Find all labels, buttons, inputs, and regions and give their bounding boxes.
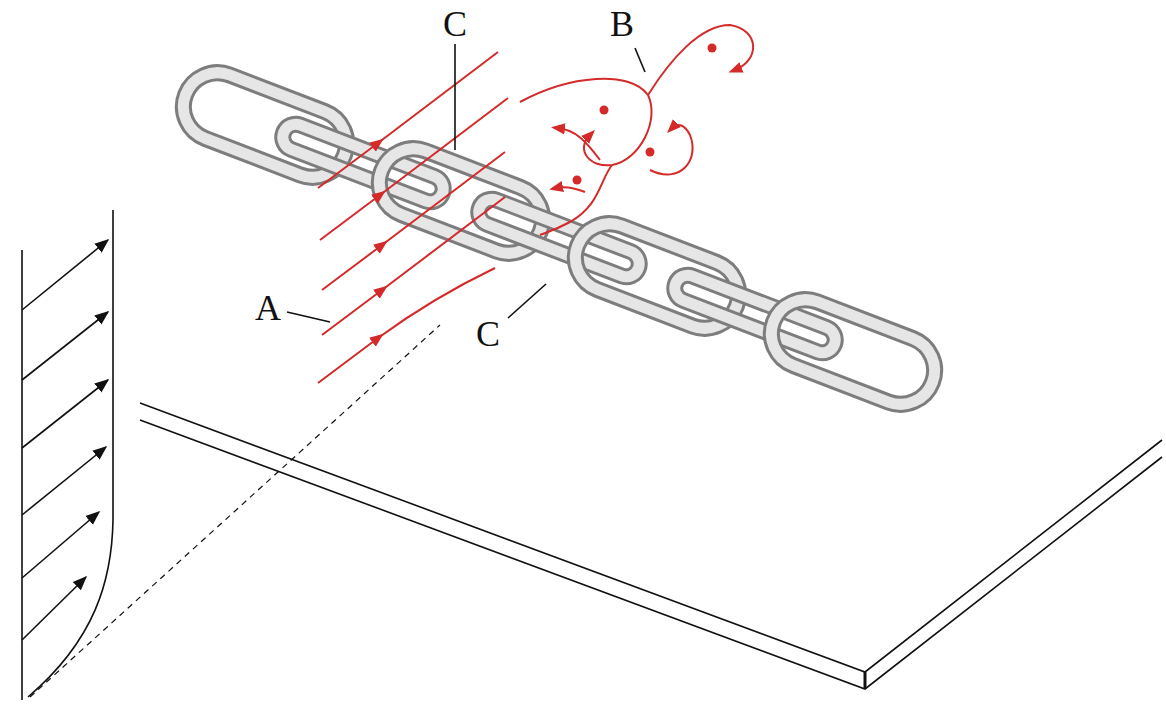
chain bbox=[173, 63, 944, 414]
callout-letter: C bbox=[443, 6, 467, 42]
vortices bbox=[520, 25, 753, 235]
vortex-cores bbox=[573, 44, 717, 185]
callout-letter: A bbox=[255, 290, 281, 326]
flat-plate bbox=[140, 403, 1162, 689]
streamlines bbox=[318, 52, 508, 383]
velocity-profile bbox=[22, 210, 440, 700]
callout-letter: B bbox=[610, 6, 634, 42]
leader-lines bbox=[287, 44, 645, 322]
callout-letter: C bbox=[476, 316, 500, 352]
